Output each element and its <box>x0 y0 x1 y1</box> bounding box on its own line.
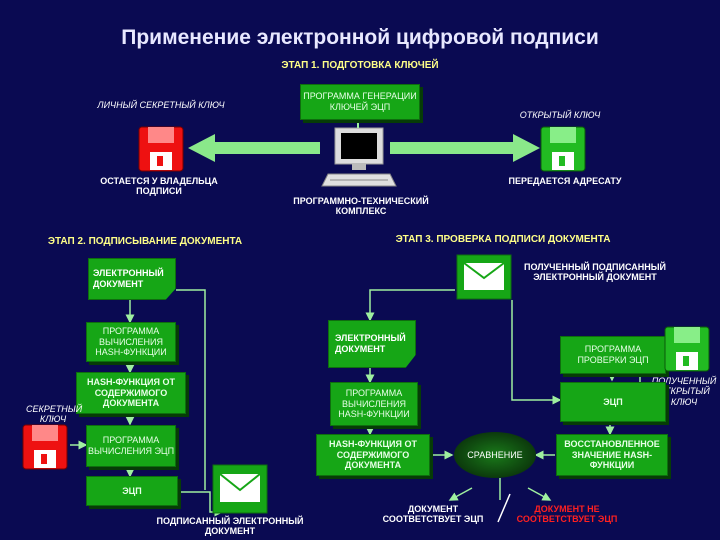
stage3-hash-value-box: HASH-ФУНКЦИЯ ОТ СОДЕРЖИМОГО ДОКУМЕНТА <box>316 434 430 476</box>
stage3-heading: ЭТАП 3. ПРОВЕРКА ПОДПИСИ ДОКУМЕНТА <box>395 234 611 245</box>
floppy-disk-icon <box>138 126 184 172</box>
envelope-icon <box>212 464 268 514</box>
private-key-label: ЛИЧНЫЙ СЕКРЕТНЫЙ КЛЮЧ <box>97 100 225 110</box>
received-signed-document-label: ПОЛУЧЕННЫЙ ПОДПИСАННЫЙ ЭЛЕКТРОННЫЙ ДОКУМ… <box>523 262 667 283</box>
received-public-key-label: ПОЛУЧЕННЫЙ ОТКРЫТЫЙ КЛЮЧ <box>651 376 717 407</box>
stage2-eds-box: ЭЦП <box>86 476 178 506</box>
stage3-eds-box: ЭЦП <box>560 382 666 422</box>
hardware-software-label: ПРОГРАММНО-ТЕХНИЧЕСКИЙ КОМПЛЕКС <box>293 196 429 217</box>
passed-to-recipient-label: ПЕРЕДАЕТСЯ АДРЕСАТУ <box>508 176 622 186</box>
document-not-matches-label: ДОКУМЕНТ НЕ СООТВЕТСТВУЕТ ЭЦП <box>516 504 618 525</box>
stage3-hash-program-box: ПРОГРАММА ВЫЧИСЛЕНИЯ HASH-ФУНКЦИИ <box>330 382 418 426</box>
stage2-eds-program-box: ПРОГРАММА ВЫЧИСЛЕНИЯ ЭЦП <box>86 425 176 467</box>
stage2-hash-program-box: ПРОГРАММА ВЫЧИСЛЕНИЯ HASH-ФУНКЦИИ <box>86 322 176 362</box>
stage2-hash-value-box: HASH-ФУНКЦИЯ ОТ СОДЕРЖИМОГО ДОКУМЕНТА <box>76 372 186 414</box>
stage3-verify-program-box: ПРОГРАММА ПРОВЕРКИ ЭЦП <box>560 336 666 374</box>
floppy-disk-icon <box>664 326 710 372</box>
result-divider <box>497 493 511 523</box>
document-matches-label: ДОКУМЕНТ СООТВЕТСТВУЕТ ЭЦП <box>382 504 484 525</box>
stage1-double-arrow <box>188 134 540 162</box>
stage1-heading: ЭТАП 1. ПОДГОТОВКА КЛЮЧЕЙ <box>281 60 439 71</box>
stage2-electronic-document: ЭЛЕКТРОННЫЙ ДОКУМЕНТ <box>88 258 176 300</box>
keygen-program-box: ПРОГРАММА ГЕНЕРАЦИИ КЛЮЧЕЙ ЭЦП <box>300 84 420 120</box>
stage3-electronic-document: ЭЛЕКТРОННЫЙ ДОКУМЕНТ <box>328 320 416 368</box>
secret-key-label: СЕКРЕТНЫЙ КЛЮЧ <box>26 404 83 425</box>
stage2-heading: ЭТАП 2. ПОДПИСЫВАНИЕ ДОКУМЕНТА <box>47 236 243 247</box>
restored-hash-box: ВОССТАНОВЛЕННОЕ ЗНАЧЕНИЕ HASH-ФУНКЦИИ <box>556 434 668 476</box>
page-title: Применение электронной цифровой подписи <box>121 26 599 49</box>
stays-with-owner-label: ОСТАЕТСЯ У ВЛАДЕЛЬЦА ПОДПИСИ <box>100 176 218 197</box>
floppy-disk-icon <box>22 424 68 470</box>
envelope-icon <box>456 254 512 300</box>
floppy-disk-icon <box>540 126 586 172</box>
signed-document-label: ПОДПИСАННЫЙ ЭЛЕКТРОННЫЙ ДОКУМЕНТ <box>156 516 304 537</box>
public-key-label: ОТКРЫТЫЙ КЛЮЧ <box>519 110 601 120</box>
comparison-oval: СРАВНЕНИЕ <box>454 432 536 478</box>
computer-icon <box>321 127 397 187</box>
